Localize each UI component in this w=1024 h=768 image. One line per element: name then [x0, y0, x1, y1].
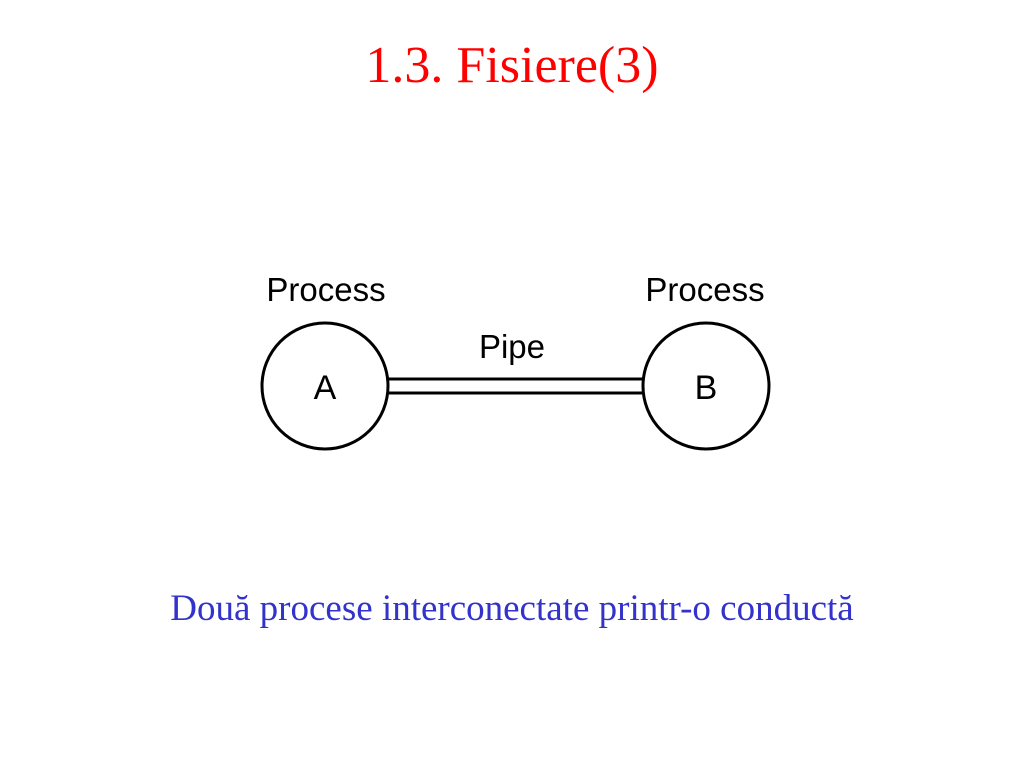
process-b-label: Process — [645, 271, 764, 308]
process-b-letter: B — [695, 369, 718, 407]
pipe-label: Pipe — [479, 328, 545, 365]
process-b-circle — [641, 321, 771, 451]
slide-caption: Două procese interconectate printr-o con… — [170, 588, 854, 629]
process-a-letter: A — [314, 369, 337, 407]
slide-title: 1.3. Fisiere(3) — [365, 37, 659, 94]
process-a-circle — [260, 321, 390, 451]
process-a-label: Process — [266, 271, 385, 308]
